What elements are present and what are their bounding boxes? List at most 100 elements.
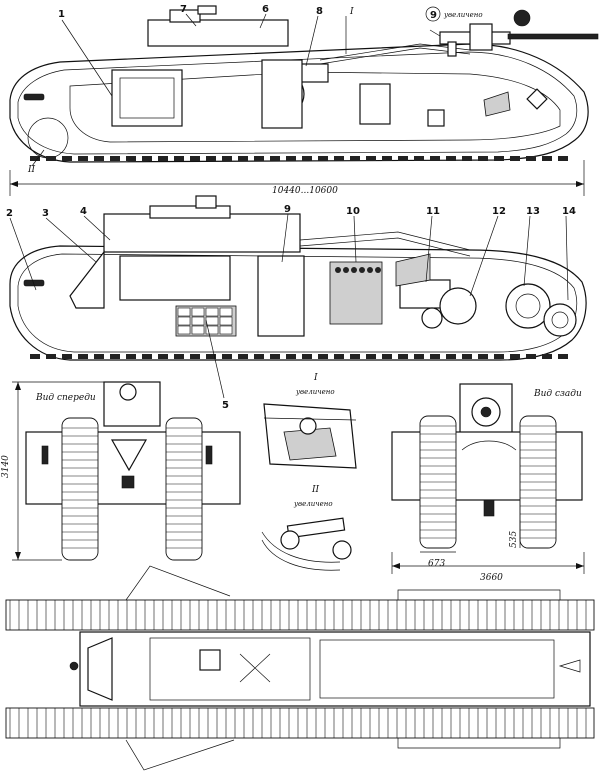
track-pad — [110, 354, 120, 359]
callout-14: 14 — [562, 206, 576, 217]
engine-cylinder — [335, 267, 341, 273]
track-pad — [398, 156, 408, 161]
track-pad — [542, 156, 552, 161]
callout-4: 4 — [80, 206, 87, 217]
track-pad — [190, 156, 200, 161]
track-pad — [94, 354, 104, 359]
engine-cylinder — [359, 267, 365, 273]
track-pad — [222, 156, 232, 161]
clearance-dimension-label: 535 — [509, 531, 519, 548]
track-pad — [110, 156, 120, 161]
engine-cylinder — [375, 267, 381, 273]
track-pad — [414, 156, 424, 161]
track-pad — [142, 156, 152, 161]
track-pad — [446, 156, 456, 161]
track-pad — [366, 354, 376, 359]
ammo-box — [205, 307, 219, 317]
track-pad — [254, 156, 264, 161]
track-pad — [366, 156, 376, 161]
top-callouts: 1 7 6 8 I II — [27, 4, 354, 175]
zoom-label-detail-i: увеличено — [295, 388, 335, 396]
track-pad — [334, 156, 344, 161]
track-pad — [46, 354, 56, 359]
track-pad — [510, 156, 520, 161]
track-pad — [94, 156, 104, 161]
side-view-section — [9, 195, 587, 361]
track-pad — [238, 156, 248, 161]
ammo-box — [219, 325, 233, 335]
callout-11: 11 — [426, 206, 440, 217]
track-pad — [270, 156, 280, 161]
track-pad — [206, 354, 216, 359]
front-view-label: Вид спереди — [35, 393, 96, 403]
track-pad — [446, 354, 456, 359]
callout-12: 12 — [492, 206, 506, 217]
track-pad — [254, 354, 264, 359]
ammo-box — [205, 325, 219, 335]
track-pad — [190, 354, 200, 359]
track-pad — [462, 354, 472, 359]
detail-ii: II увеличено — [261, 485, 352, 571]
track-pad — [494, 156, 504, 161]
track-pad — [78, 156, 88, 161]
track-pad — [78, 354, 88, 359]
track-pad — [382, 156, 392, 161]
track-pad — [270, 354, 280, 359]
track-pad — [158, 354, 168, 359]
plan-view — [5, 565, 595, 771]
engine-cylinder — [343, 267, 349, 273]
track-pad — [286, 354, 296, 359]
track-pad — [286, 156, 296, 161]
zoom-label-detail-ii: увеличено — [293, 500, 333, 508]
track-pad — [558, 156, 568, 161]
track-pad — [174, 156, 184, 161]
track-pad — [46, 156, 56, 161]
track-pad — [222, 354, 232, 359]
ammo-box — [191, 316, 205, 326]
track-pad — [478, 354, 488, 359]
track-pad — [542, 354, 552, 359]
ammo-box — [177, 316, 191, 326]
track-pad — [318, 354, 328, 359]
track-pad — [126, 156, 136, 161]
track-pad — [526, 354, 536, 359]
track-pad — [62, 354, 72, 359]
engine-cylinder — [351, 267, 357, 273]
track-pad — [30, 156, 40, 161]
ammo-box — [205, 316, 219, 326]
section-mark-i-detail: I — [313, 373, 318, 383]
callout-1: 1 — [58, 9, 65, 20]
width-dimension-label: 3660 — [480, 573, 503, 583]
track-pad — [302, 156, 312, 161]
track-pad — [318, 156, 328, 161]
callout-2: 2 — [6, 208, 13, 219]
track-pad — [30, 354, 40, 359]
callout-5: 5 — [222, 400, 229, 411]
section-mark-ii-detail: II — [311, 485, 320, 495]
section-mark-ii-top: II — [27, 165, 36, 175]
length-dimension-label: 10440...10600 — [272, 186, 338, 196]
track-pad — [158, 156, 168, 161]
section-mark-i-top: I — [349, 7, 354, 17]
ammo-box — [191, 325, 205, 335]
track-pad — [526, 156, 536, 161]
track-pad — [334, 354, 344, 359]
callout-8: 8 — [316, 6, 323, 17]
track-pad — [302, 354, 312, 359]
middle-callouts: 2 3 4 9 10 11 12 13 14 5 — [6, 204, 576, 411]
track-pad — [494, 354, 504, 359]
ammo-box — [219, 307, 233, 317]
track-pad — [126, 354, 136, 359]
track-pad — [142, 354, 152, 359]
callout-6: 6 — [262, 4, 269, 15]
track-pad — [350, 156, 360, 161]
callout-9-inset: 9 — [430, 10, 437, 21]
track-pad — [558, 354, 568, 359]
track-pad — [430, 156, 440, 161]
height-dimension-label: 3140 — [1, 455, 11, 478]
callout-7: 7 — [180, 4, 187, 15]
rear-view: Вид сзади 3660 673 535 — [391, 383, 585, 583]
front-view: Вид спереди 3140 — [1, 381, 241, 561]
track-pad — [206, 156, 216, 161]
